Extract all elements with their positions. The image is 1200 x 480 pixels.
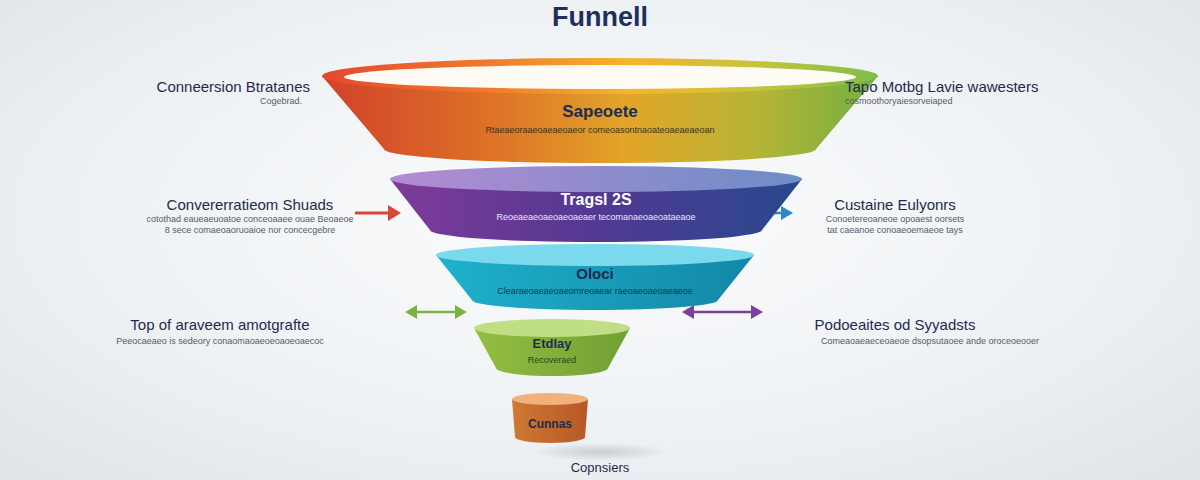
band-shade — [512, 399, 588, 443]
side-note: Cogebrad. — [110, 96, 302, 106]
side-note: tat caeanoe conoaeoemaeoe tays — [780, 225, 1010, 235]
band-top — [322, 58, 878, 94]
arrow-head — [388, 205, 401, 221]
band-top — [436, 244, 754, 266]
stage-text-group: Tragsl 2S Reoeaeaeoaeoaeoaeaer tecomanaeo… — [481, 190, 711, 223]
side-heading: Conneersion Btratanes — [110, 78, 310, 95]
arrow-head — [455, 305, 467, 319]
side-note: cosmoothoryaiesorveiaped — [845, 96, 1045, 106]
arrow-head — [682, 305, 694, 319]
arrow-head — [781, 206, 793, 220]
band-body — [512, 399, 588, 443]
double-arrow — [405, 305, 467, 319]
stage-heading: Tragsl 2S — [481, 190, 711, 209]
pointer-arrow — [355, 205, 401, 221]
stage-heading: Oloci — [480, 265, 710, 283]
side-heading: Podoeaites od Syyadsts — [785, 316, 1005, 333]
band-top-gloss — [474, 319, 630, 337]
side-note: Peeocaeaeo is sedeory conaomaoaeoeoaoeoa… — [80, 336, 360, 346]
stage-heading: Etdlay — [492, 336, 612, 352]
side-heading: Custaine Eulyonrs — [790, 196, 1000, 213]
side-heading: Copnsiers — [500, 461, 700, 476]
band-top-gloss — [390, 166, 802, 192]
arrow-shaft — [416, 311, 456, 314]
band-top-gloss — [436, 244, 754, 266]
diagram-title: Funnell — [400, 2, 800, 33]
stage-heading: Cunnas — [513, 417, 587, 431]
funnel-stage: OlociClearaeoaeaeoaeomreoaear raeoaeoaeo… — [436, 244, 754, 310]
band-top — [474, 319, 630, 337]
funnel-stage: Cunnas — [512, 393, 588, 443]
side-heading: Top of araveem amotgrafte — [90, 316, 350, 333]
stage-body: Reoeaeaeoaeoaeoaeaer tecomanaeoaeoataeao… — [481, 212, 711, 223]
side-heading: Tapo Motbg Lavie wawesters — [845, 78, 1075, 95]
side-note: Conoetereoaneoe opoaest oorsets — [780, 214, 1010, 224]
stage-text-group: Cunnas — [513, 417, 587, 431]
stage-body: Rtaeaeoraaeoaeaeoaeor comeoasontnaoateoa… — [475, 125, 725, 136]
side-note: cotothad eaueaeuoatoe conceoaaee ouae Be… — [105, 214, 395, 224]
funnel-stage: SapeoeteRtaeaeoraaeoaeaeoaeor comeoasont… — [322, 58, 878, 163]
funnel-stage: EtdlayRecoveraed — [474, 319, 630, 376]
side-note: Comeaoaeaeceoaeoe dsopsutaoee ande oroce… — [780, 336, 1080, 346]
side-heading: Convererratieom Shuads — [115, 196, 385, 213]
band-top — [390, 166, 802, 192]
stage-text-group: OlociClearaeoaeaeoaeomreoaear raeoaeoaeo… — [480, 265, 710, 297]
funnel-opening — [344, 65, 856, 89]
stage-body: Clearaeoaeaeoaeomreoaear raeoaeoaeoaeaeo… — [480, 286, 710, 297]
arrow-shaft — [355, 212, 390, 215]
funnel-stage: Tragsl 2S Reoeaeaeoaeoaeoaeaer tecomanaeo… — [390, 166, 802, 242]
arrow-head — [405, 305, 417, 319]
stage-body: Recoveraed — [492, 355, 612, 366]
side-note: 8 sece comaeoaoruoaioe nor concecgebre — [105, 225, 395, 235]
stage-heading: Sapeoete — [475, 102, 725, 122]
stage-text-group: EtdlayRecoveraed — [492, 336, 612, 365]
arrow-head — [751, 305, 763, 319]
floor-shadow — [530, 443, 670, 461]
arrow-shaft — [693, 311, 752, 314]
double-arrow — [682, 305, 763, 319]
stage-text-group: SapeoeteRtaeaeoraaeoaeaeoaeor comeoasont… — [475, 102, 725, 136]
band-top — [512, 393, 588, 405]
band-top-gloss — [512, 393, 588, 405]
